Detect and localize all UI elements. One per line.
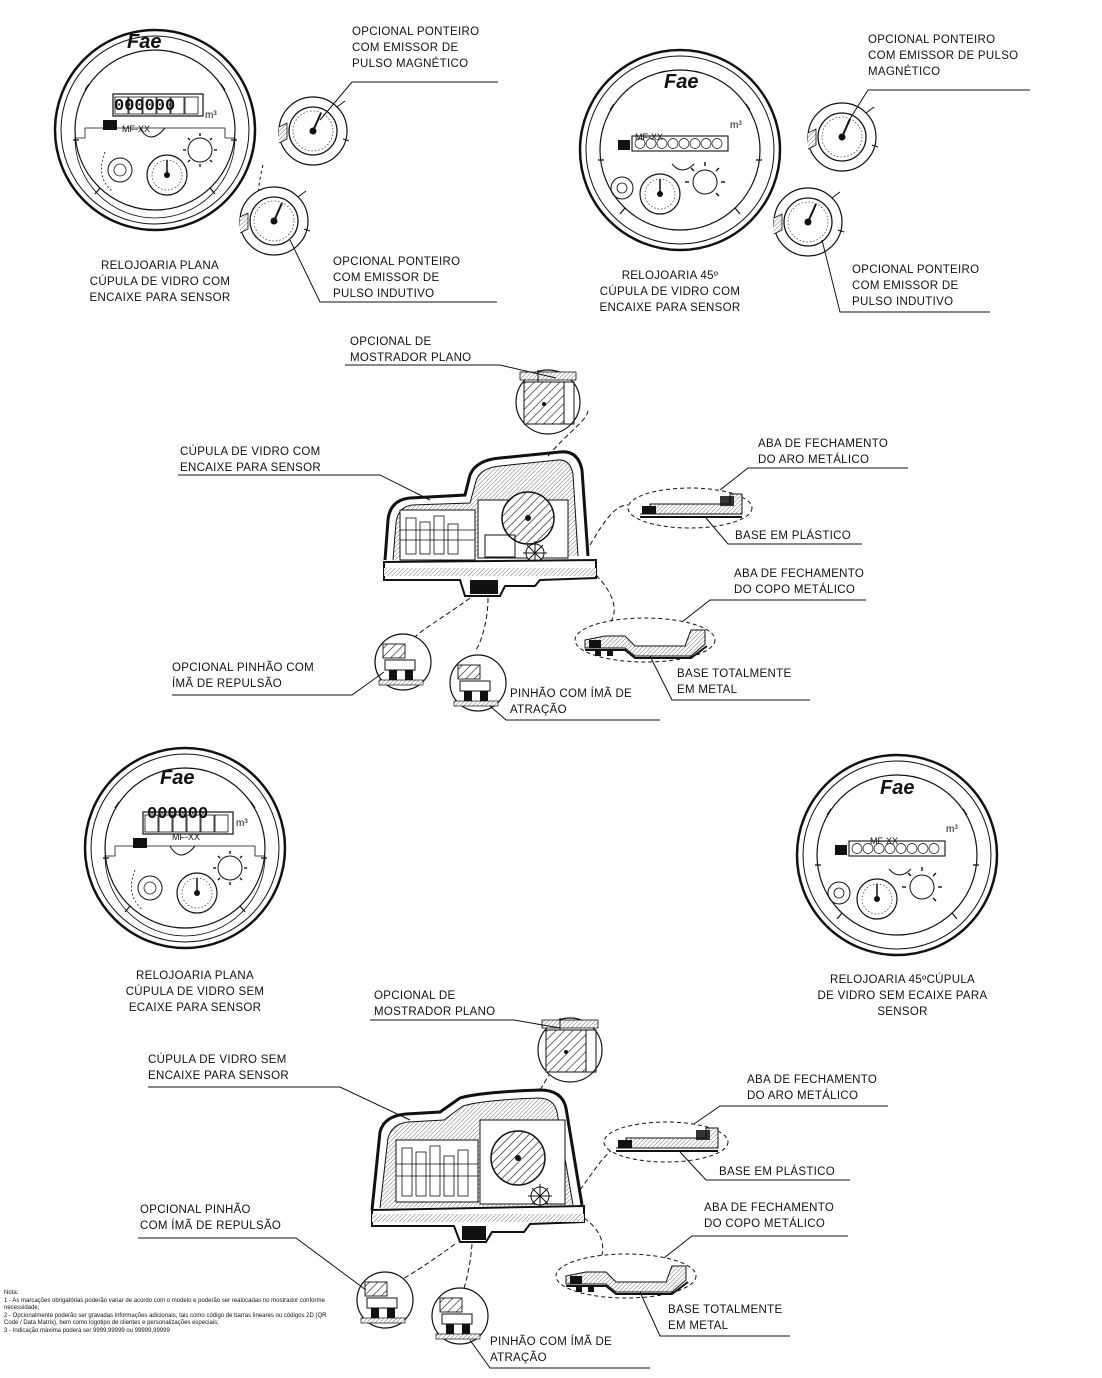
label-attraction-pinion: PINHÃO COM ÍMÃ DE ATRAÇÃO xyxy=(510,688,633,716)
title-45-dial-with-sensor: RELOJOARIA 45º CÚPULA DE VIDRO COM ENCAI… xyxy=(599,270,741,314)
label-plastic-base: BASE EM PLÁSTICO xyxy=(719,1166,835,1178)
footnote-item: 3 - Indicação máxima poderá ser 9999,999… xyxy=(4,1327,170,1334)
footnote-item: 2 - Opcionalmente poderão ser gravadas i… xyxy=(4,1312,327,1327)
odometer-reading: 000000 xyxy=(114,97,175,116)
label-repulsion-pinion: OPCIONAL PINHÃO COM ÍMÃ DE REPULSÃO xyxy=(140,1204,282,1232)
unit-label: m³ xyxy=(946,824,958,835)
flat-dial-with-sensor: Fae 000000 m³ MF-XX xyxy=(53,28,257,232)
label-cup-closing-tab: ABA DE FECHAMENTO DO COPO METÁLICO xyxy=(734,568,865,596)
assembly-with-sensor xyxy=(178,409,629,651)
label-magnetic-pulse-option: OPCIONAL PONTEIRO COM EMISSOR DE PULSO M… xyxy=(868,34,1019,78)
label-ring-closing-tab: ABA DE FECHAMENTO DO ARO METÁLICO xyxy=(747,1074,878,1102)
odometer-reading: 000000 xyxy=(147,805,208,824)
label-inductive-pulse-option: OPCIONAL PONTEIRO COM EMISSOR DE PULSO I… xyxy=(333,256,461,300)
flat-dial-without-sensor: Fae 000000 m³ MF-XX xyxy=(83,746,287,950)
footnote: Nota: 1 - As marcações obrigatórias pode… xyxy=(4,1290,334,1336)
brand-logo: Fae xyxy=(160,767,194,789)
label-glass-dome-with-sensor: CÚPULA DE VIDRO COM ENCAIXE PARA SENSOR xyxy=(180,446,321,474)
repulsion-pinion-detail-2 xyxy=(138,1237,414,1329)
brand-logo: Fae xyxy=(127,31,161,53)
plastic-base-detail-1 xyxy=(627,467,908,545)
unit-label: m³ xyxy=(205,110,217,121)
footnote-item: 1 - As marcações obrigatórias poderão va… xyxy=(4,1297,325,1312)
title-45-dial-without-sensor: RELOJOARIA 45ºCÚPULA DE VIDRO SEM ECAIXE… xyxy=(817,974,988,1018)
label-plastic-base: BASE EM PLÁSTICO xyxy=(735,530,851,542)
flat-display-detail-2 xyxy=(370,1017,603,1083)
attraction-pinion-detail-2 xyxy=(431,1287,650,1369)
brand-logo: Fae xyxy=(880,777,914,799)
plastic-base-detail-2 xyxy=(603,1105,888,1181)
metal-base-detail-2 xyxy=(555,1235,848,1337)
brand-logo: Fae xyxy=(664,71,698,93)
assembly-without-sensor xyxy=(148,1053,617,1301)
deg45-dial-without-sensor: Fae m³ MF-XX xyxy=(795,753,999,957)
model-label: MF-XX xyxy=(122,124,150,134)
inductive-pulse-detail-2 xyxy=(773,187,990,313)
unit-label: m³ xyxy=(236,818,248,829)
label-repulsion-pinion: OPCIONAL PINHÃO COM ÍMÃ DE REPULSÃO xyxy=(172,662,315,690)
model-label: MF-XX xyxy=(172,832,200,842)
metal-base-detail-1 xyxy=(574,599,866,701)
footnote-title: Nota: xyxy=(4,1290,19,1296)
attraction-pinion-detail-1 xyxy=(449,654,660,721)
label-glass-dome-without-sensor: CÚPULA DE VIDRO SEM ENCAIXE PARA SENSOR xyxy=(148,1054,289,1082)
label-attraction-pinion: PINHÃO COM ÍMÃ DE ATRAÇÃO xyxy=(490,1336,613,1364)
label-metal-base: BASE TOTALMENTE EM METAL xyxy=(677,668,792,696)
inductive-pulse-detail-1 xyxy=(239,186,497,303)
repulsion-pinion-detail-1 xyxy=(172,633,432,696)
label-flat-display-option: OPCIONAL DE MOSTRADOR PLANO xyxy=(350,336,472,364)
magnetic-pulse-detail-2 xyxy=(807,89,1030,172)
model-label: MF-XX xyxy=(870,836,898,846)
title-flat-dial-with-sensor: RELOJOARIA PLANA CÚPULA DE VIDRO COM ENC… xyxy=(89,260,231,304)
model-label: MF-XX xyxy=(635,132,663,142)
unit-label: m³ xyxy=(730,120,742,131)
label-flat-display-option: OPCIONAL DE MOSTRADOR PLANO xyxy=(374,990,496,1018)
magnetic-pulse-detail-1 xyxy=(257,81,498,226)
title-flat-dial-without-sensor: RELOJOARIA PLANA CÚPULA DE VIDRO SEM ECA… xyxy=(125,970,265,1014)
label-inductive-pulse-option: OPCIONAL PONTEIRO COM EMISSOR DE PULSO I… xyxy=(852,264,980,308)
label-magnetic-pulse-option: OPCIONAL PONTEIRO COM EMISSOR DE PULSO M… xyxy=(352,26,480,70)
flat-display-detail-1 xyxy=(345,364,581,435)
label-metal-base: BASE TOTALMENTE EM METAL xyxy=(668,1304,783,1332)
label-ring-closing-tab: ABA DE FECHAMENTO DO ARO METÁLICO xyxy=(758,438,889,466)
label-cup-closing-tab: ABA DE FECHAMENTO DO COPO METÁLICO xyxy=(704,1202,835,1230)
deg45-dial-with-sensor: Fae m³ MF-XX xyxy=(578,48,782,252)
